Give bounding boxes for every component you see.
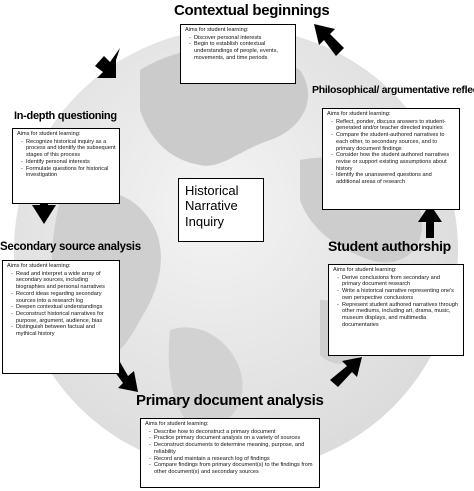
stage-title-philosophical: Philosophical/ argumentative reflection [312,84,474,96]
list-item: Distinguish between factual and mythical… [11,324,116,337]
stage-box-indepth: Aims for student learning: Recognize his… [12,128,120,204]
stage-box-authorship: Aims for student learning: Derive conclu… [328,264,464,356]
list-item: Reflect, ponder, discuss answers to stud… [331,119,456,132]
center-title-line: Inquiry [185,213,225,229]
list-item: Consider how the student authored narrat… [331,152,456,172]
list-item: Record and maintain a research log of fi… [149,456,316,463]
aims-list: Discover personal interests Begin to est… [185,35,292,62]
list-item: Represent student authored narratives th… [337,302,460,329]
stage-box-philosophical: Aims for student learning: Reflect, pond… [322,108,460,210]
center-title-line: Historical [185,183,239,198]
list-item: Identify the unanswered questions and ad… [331,172,456,185]
stage-title-secondary: Secondary source analysis [0,241,141,253]
list-item: Compare findings from primary document(s… [149,462,316,475]
stage-title-indepth: In-depth questioning [14,110,117,122]
aims-list: Reflect, ponder, discuss answers to stud… [327,119,456,186]
list-item: Deconstruct documents to determine meani… [149,442,316,455]
stage-title-authorship: Student authorship [328,238,451,254]
stage-title-contextual: Contextual beginnings [174,2,330,19]
list-item: Write a historical narrative representin… [337,288,460,301]
list-item: Compare the student-authored narratives … [331,132,456,152]
list-item: Derive conclusions from secondary and pr… [337,275,460,288]
stage-box-contextual: Aims for student learning: Discover pers… [180,24,296,84]
list-item: Begin to establish contextual understand… [189,41,292,61]
aims-label: Aims for student learning: [17,131,81,137]
aims-label: Aims for student learning: [185,27,249,33]
list-item: Recognize historical inquiry as a proces… [21,139,116,159]
stage-box-primary: Aims for student learning: Describe how … [140,418,320,488]
list-item: Deepen contextual understandings [11,304,116,311]
list-item: Identify personal interests [21,159,116,166]
aims-label: Aims for student learning: [145,421,209,427]
list-item: Describe how to deconstruct a primary do… [149,429,316,436]
list-item: Deconstruct historical narratives for pu… [11,311,116,324]
aims-list: Recognize historical inquiry as a proces… [17,139,116,179]
list-item: Discover personal interests [189,35,292,42]
aims-label: Aims for student learning: [333,267,397,273]
center-title-box: Historical Narrative Inquiry [178,178,264,242]
center-title-line: Narrative [185,198,238,214]
list-item: Read and interpret a wide array of secon… [11,271,116,291]
list-item: Practice primary document analysis on a … [149,435,316,442]
aims-list: Derive conclusions from secondary and pr… [333,275,460,329]
aims-label: Aims for student learning: [7,263,71,269]
stage-box-secondary: Aims for student learning: Read and inte… [2,260,120,374]
aims-list: Read and interpret a wide array of secon… [7,271,116,338]
aims-list: Describe how to deconstruct a primary do… [145,429,316,476]
aims-label: Aims for student learning: [327,111,391,117]
stage-title-primary: Primary document analysis [136,392,324,409]
list-item: Formulate questions for historical inves… [21,166,116,179]
list-item: Record ideas regarding secondary sources… [11,291,116,304]
